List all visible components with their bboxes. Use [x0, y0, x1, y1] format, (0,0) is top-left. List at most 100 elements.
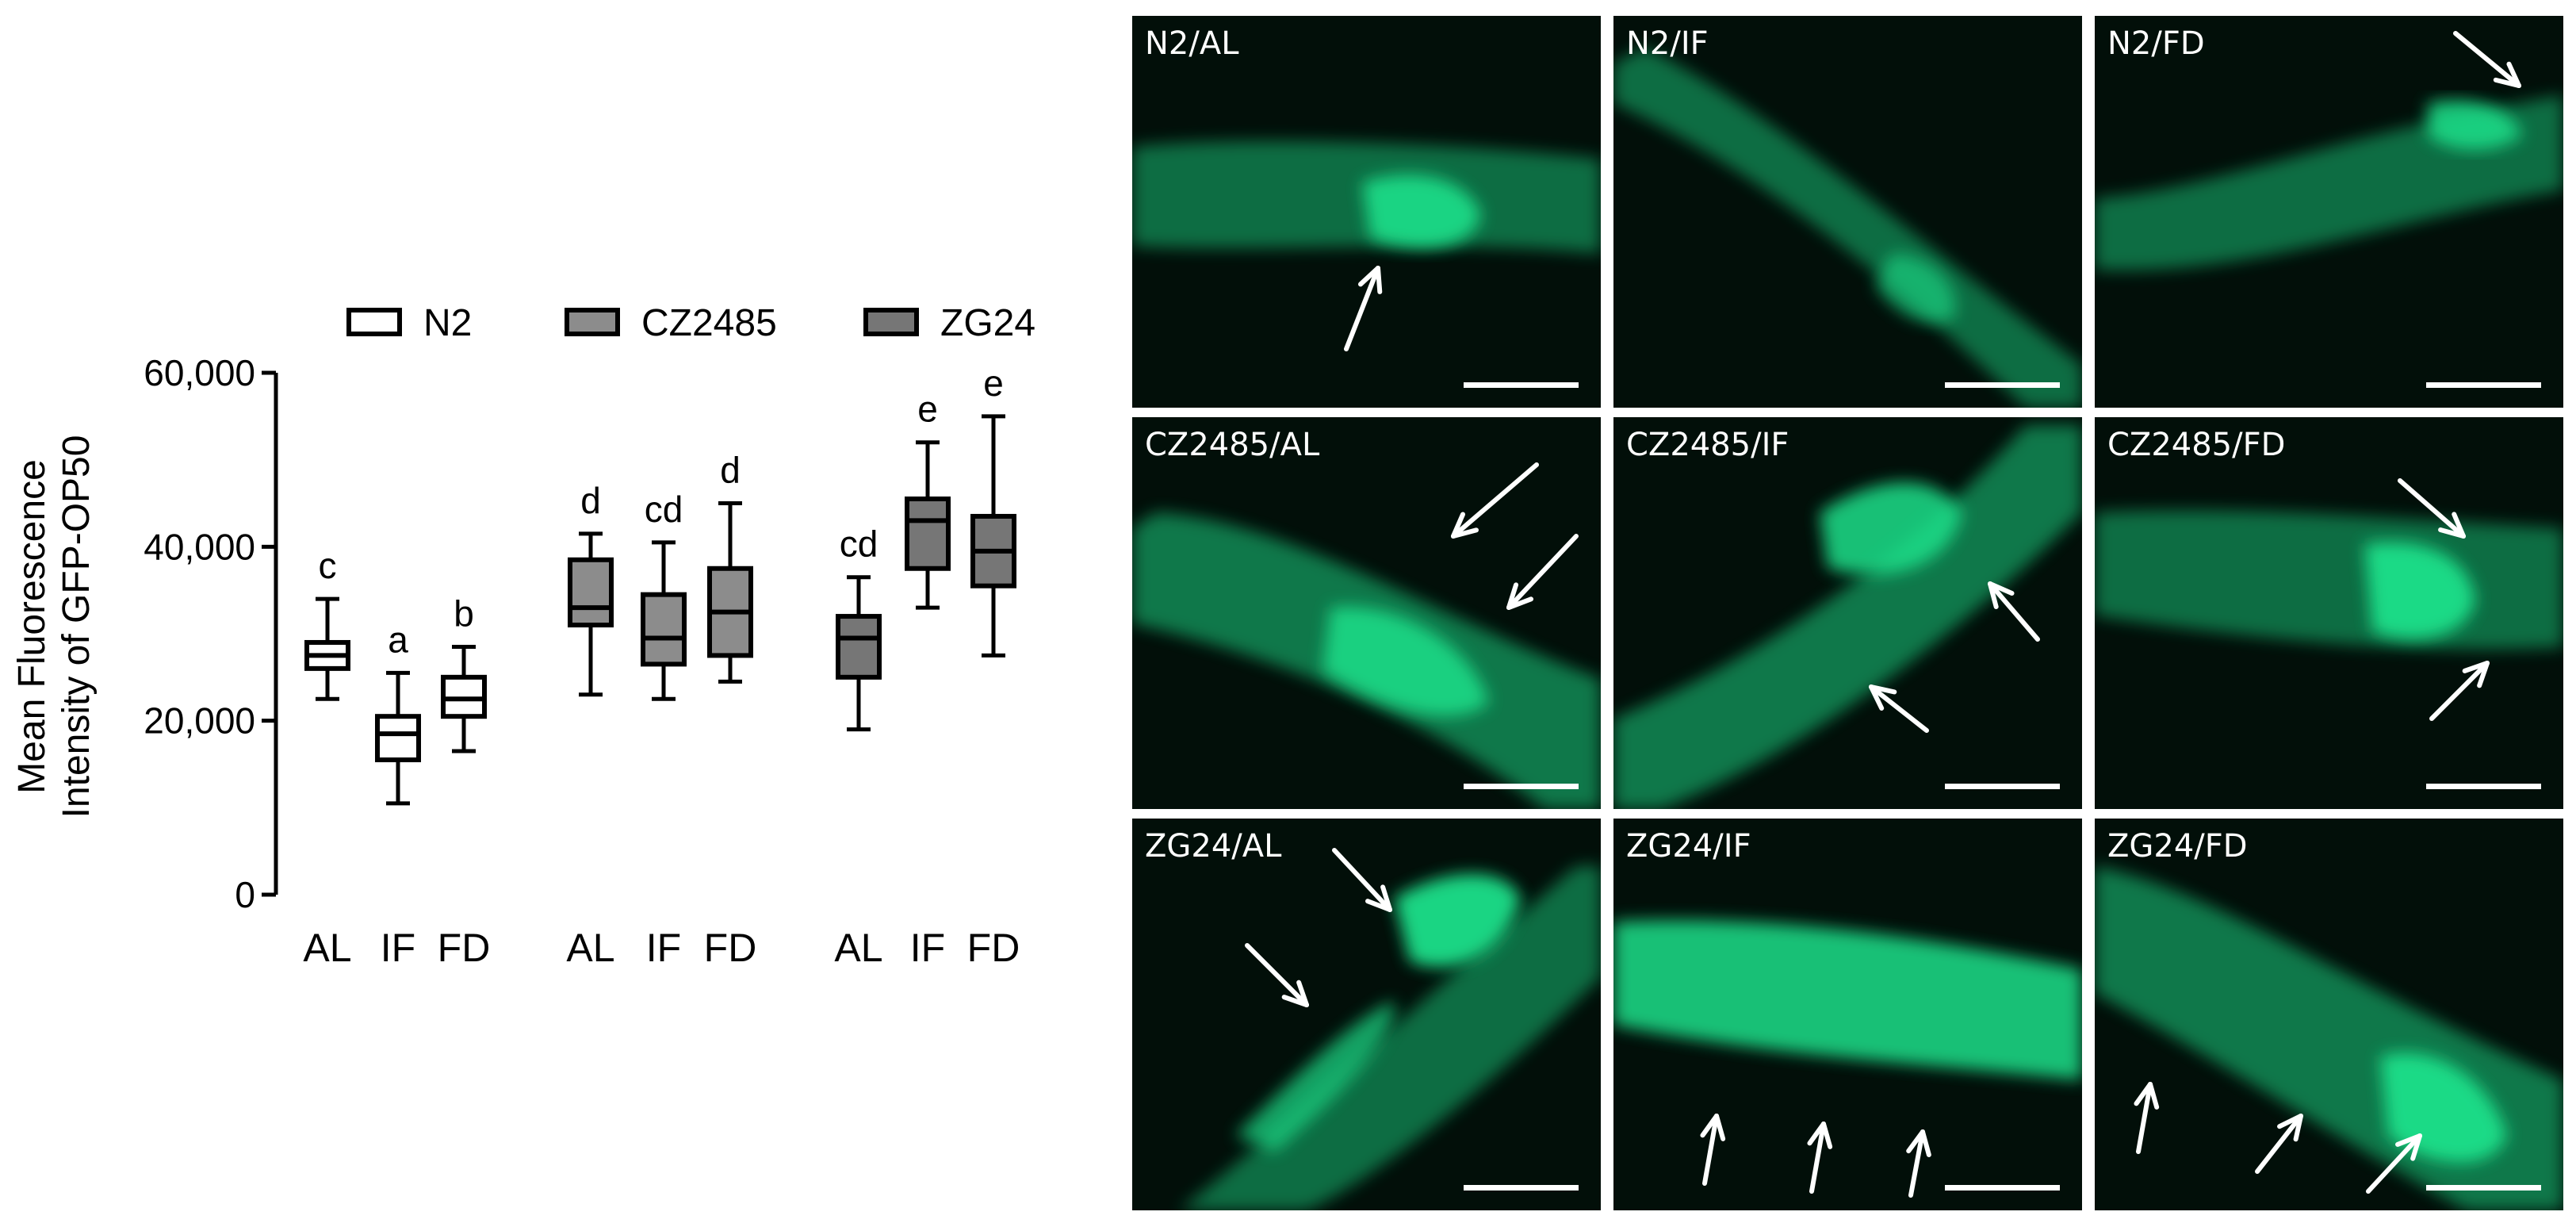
fluorescent-region [2428, 100, 2523, 150]
significance-letter: d [580, 480, 601, 521]
arrow-icon [1506, 534, 1579, 610]
fluorescent-region [1875, 254, 1956, 323]
fluorescence-panel: CZ2485/AL [1132, 417, 1601, 809]
fluorescence-panel: ZG24/AL [1132, 819, 1601, 1210]
arrow-icon [1988, 581, 2040, 642]
x-tick-label: FD [704, 926, 757, 970]
micrograph-image [1613, 425, 2082, 809]
fluorescent-region [1235, 1001, 1395, 1152]
scale-bar [1464, 784, 1579, 789]
box-iqr [641, 592, 687, 667]
arrow-icon [1906, 1129, 1931, 1198]
significance-letter: c [319, 545, 337, 586]
panel-label: CZ2485/FD [2107, 427, 2286, 463]
arrow-icon [2429, 661, 2490, 721]
panel-label: CZ2485/AL [1145, 427, 1320, 463]
fluorescence-panel: ZG24/FD [2095, 819, 2563, 1210]
micrograph-image [1613, 920, 2082, 1198]
worm-body [2095, 866, 2563, 1210]
box-iqr [568, 557, 614, 628]
micrograph-image [2095, 31, 2563, 388]
legend-label: CZ2485 [641, 302, 777, 344]
arrow-icon [2255, 1114, 2303, 1174]
scale-bar [1945, 784, 2060, 789]
micrograph-image [1132, 140, 1601, 388]
significance-letter: b [454, 592, 474, 634]
legend-item-CZ2485: CZ2485 [565, 302, 777, 344]
x-tick-label: IF [910, 926, 945, 970]
x-tick-label: AL [834, 926, 882, 970]
arrow-icon [1807, 1122, 1833, 1194]
box-N2-FD: b [441, 592, 487, 753]
legend-swatch [346, 308, 402, 336]
legend-swatch [565, 308, 620, 336]
x-tick-label: IF [646, 926, 681, 970]
box-N2-IF: a [375, 619, 421, 806]
fluorescence-image-grid: N2/AL N2/IF N2/FD CZ2485/AL CZ2485/IF CZ2485/… [1132, 16, 2563, 1210]
legend-label: ZG24 [940, 302, 1035, 344]
y-tick-label: 0 [235, 874, 255, 915]
arrow-icon [2453, 31, 2521, 88]
worm-body [1613, 425, 2082, 809]
significance-letter: e [917, 389, 938, 430]
worm-body [1180, 866, 1601, 1210]
legend-item-ZG24: ZG24 [863, 302, 1035, 344]
significance-letter: d [720, 450, 741, 491]
y-tick-label: 60,000 [144, 352, 255, 393]
arrow-icon [1332, 848, 1392, 912]
arrow-icon [1700, 1114, 1726, 1186]
arrow-icon [1451, 462, 1539, 539]
scale-bar [1464, 382, 1579, 388]
x-tick-label: IF [381, 926, 415, 970]
y-axis-label-line1: Mean Fluorescence [11, 459, 53, 794]
scale-bar [1945, 382, 2060, 388]
fluorescence-panel: N2/FD [2095, 16, 2563, 408]
fluorescent-region [1322, 606, 1489, 716]
significance-letter: e [983, 362, 1004, 404]
significance-letter: cd [645, 489, 683, 530]
fluorescent-region [1362, 174, 1481, 248]
fluorescent-region [1394, 874, 1521, 968]
box-CZ2485-IF: cd [641, 489, 687, 701]
micrograph-image [1613, 48, 2082, 408]
panel-label: N2/FD [2107, 25, 2205, 62]
box-ZG24-IF: e [905, 389, 951, 610]
x-tick-label: AL [303, 926, 351, 970]
fluorescent-region [2364, 542, 2475, 639]
arrow-icon [2366, 1133, 2422, 1194]
fluorescence-panel: CZ2485/IF [1613, 417, 2082, 809]
x-tick-label: FD [438, 926, 491, 970]
y-tick-label: 40,000 [144, 526, 255, 567]
arrow-icon [2134, 1082, 2160, 1154]
x-tick-label: FD [967, 926, 1020, 970]
arrow-icon [1245, 943, 1309, 1007]
box-iqr [375, 714, 421, 763]
panel-label: CZ2485/IF [1626, 427, 1789, 463]
fluorescent-region [2380, 1053, 2507, 1163]
fluorescence-panel: ZG24/IF [1613, 819, 2082, 1210]
box-CZ2485-FD: d [707, 450, 753, 684]
arrow-icon [1344, 266, 1383, 351]
y-axis-label-line2: Intensity of GFP-OP50 [56, 435, 98, 819]
scale-bar [1464, 1185, 1579, 1191]
arrow-icon [1869, 684, 1929, 733]
micrograph-image [1180, 848, 1601, 1210]
box-ZG24-FD: e [970, 362, 1016, 658]
x-tick-label: AL [566, 926, 614, 970]
legend-label: N2 [423, 302, 472, 344]
panel-label: N2/AL [1145, 25, 1239, 62]
scale-bar [2426, 1185, 2541, 1191]
scale-bar [2426, 382, 2541, 388]
scale-bar [2426, 784, 2541, 789]
legend-item-N2: N2 [346, 302, 472, 344]
panel-label: ZG24/IF [1626, 828, 1751, 865]
box-N2-AL: c [304, 545, 350, 701]
fluorescence-panel: N2/AL [1132, 16, 1601, 408]
worm-body [2095, 510, 2563, 650]
panel-label: N2/IF [1626, 25, 1709, 62]
significance-letter: cd [840, 523, 878, 565]
fluorescence-panel: N2/IF [1613, 16, 2082, 408]
